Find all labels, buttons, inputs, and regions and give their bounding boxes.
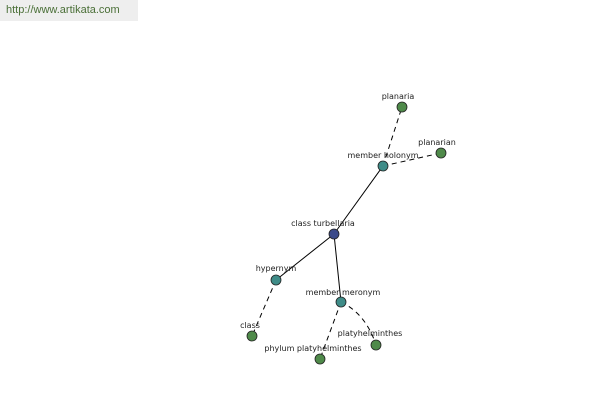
node-planaria[interactable]: [396, 101, 408, 113]
label-planaria[interactable]: planaria: [382, 92, 415, 101]
edge-meronym-phylum: [319, 301, 342, 360]
node-phylum-platyhelminthes[interactable]: [314, 353, 326, 365]
edge-center-member-holonym: [333, 165, 384, 235]
label-planarian[interactable]: planarian: [418, 138, 456, 147]
label-class-turbellaria[interactable]: class turbellaria: [291, 219, 355, 228]
label-member-holonym[interactable]: member holonym: [347, 151, 418, 160]
node-member-meronym[interactable]: [335, 296, 347, 308]
label-phylum-platyhelminthes[interactable]: phylum platyhelminthes: [264, 344, 361, 353]
label-hypernym[interactable]: hypernym: [256, 264, 297, 273]
node-planarian[interactable]: [435, 147, 447, 159]
edge-holonym-planaria: [382, 106, 403, 167]
node-member-holonym[interactable]: [377, 160, 389, 172]
node-hypernym[interactable]: [270, 274, 282, 286]
edge-hypernym-class: [251, 279, 277, 337]
label-class[interactable]: class: [240, 321, 260, 330]
edge-meronym-platyhelminthes: [340, 301, 377, 346]
node-class[interactable]: [246, 330, 258, 342]
edge-holonym-planarian: [382, 152, 442, 167]
node-platyhelminthes[interactable]: [370, 339, 382, 351]
site-url[interactable]: http://www.artikata.com: [0, 0, 138, 21]
edge-center-hypernym: [275, 233, 335, 281]
node-class-turbellaria[interactable]: [328, 228, 340, 240]
edge-center-member-meronym: [333, 233, 342, 303]
label-member-meronym[interactable]: member meronym: [306, 288, 381, 297]
label-platyhelminthes[interactable]: platyhelminthes: [338, 329, 403, 338]
